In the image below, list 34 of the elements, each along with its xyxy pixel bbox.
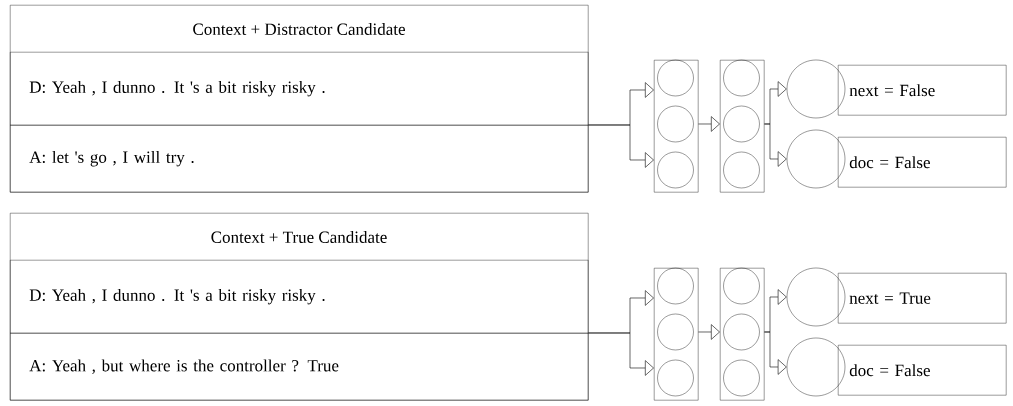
neuron-circle <box>723 105 760 143</box>
arrow <box>588 124 654 168</box>
layer-box <box>654 60 699 193</box>
output-circle <box>786 337 846 397</box>
neuron-circle <box>723 267 760 305</box>
neuron-circle <box>723 59 760 97</box>
output-label-box: next = True <box>838 273 1007 324</box>
neuron-circle <box>657 267 694 305</box>
output-label-box: next = False <box>838 65 1007 116</box>
arrow <box>588 332 654 376</box>
neuron-circle <box>723 151 760 189</box>
neuron-circle <box>723 359 760 397</box>
dialogue-row: D: Yeah , I dunno . It 's a bit risky risky . <box>10 52 589 126</box>
layer-box <box>720 268 765 401</box>
neuron-circle <box>657 59 694 97</box>
neuron-circle <box>657 313 694 351</box>
arrow <box>764 123 787 167</box>
neuron-circle <box>657 105 694 143</box>
neuron-circle <box>723 313 760 351</box>
output-label-box: doc = False <box>838 345 1007 396</box>
output-circle <box>786 59 846 119</box>
dialogue-row: A: let 's go , I will try . <box>10 125 589 193</box>
layer-box <box>654 268 699 401</box>
output-circle <box>786 267 846 327</box>
dialogue-row: D: Yeah , I dunno . It 's a bit risky risky . <box>10 260 589 334</box>
dialogue-row: A: Yeah , but where is the controller ? True <box>10 333 589 401</box>
output-label-box: doc = False <box>838 137 1007 188</box>
neuron-circle <box>657 151 694 189</box>
arrow <box>764 331 787 375</box>
arrow <box>698 116 720 132</box>
neuron-circle <box>657 359 694 397</box>
layer-box <box>720 60 765 193</box>
output-circle <box>786 129 846 189</box>
arrow <box>698 324 720 340</box>
